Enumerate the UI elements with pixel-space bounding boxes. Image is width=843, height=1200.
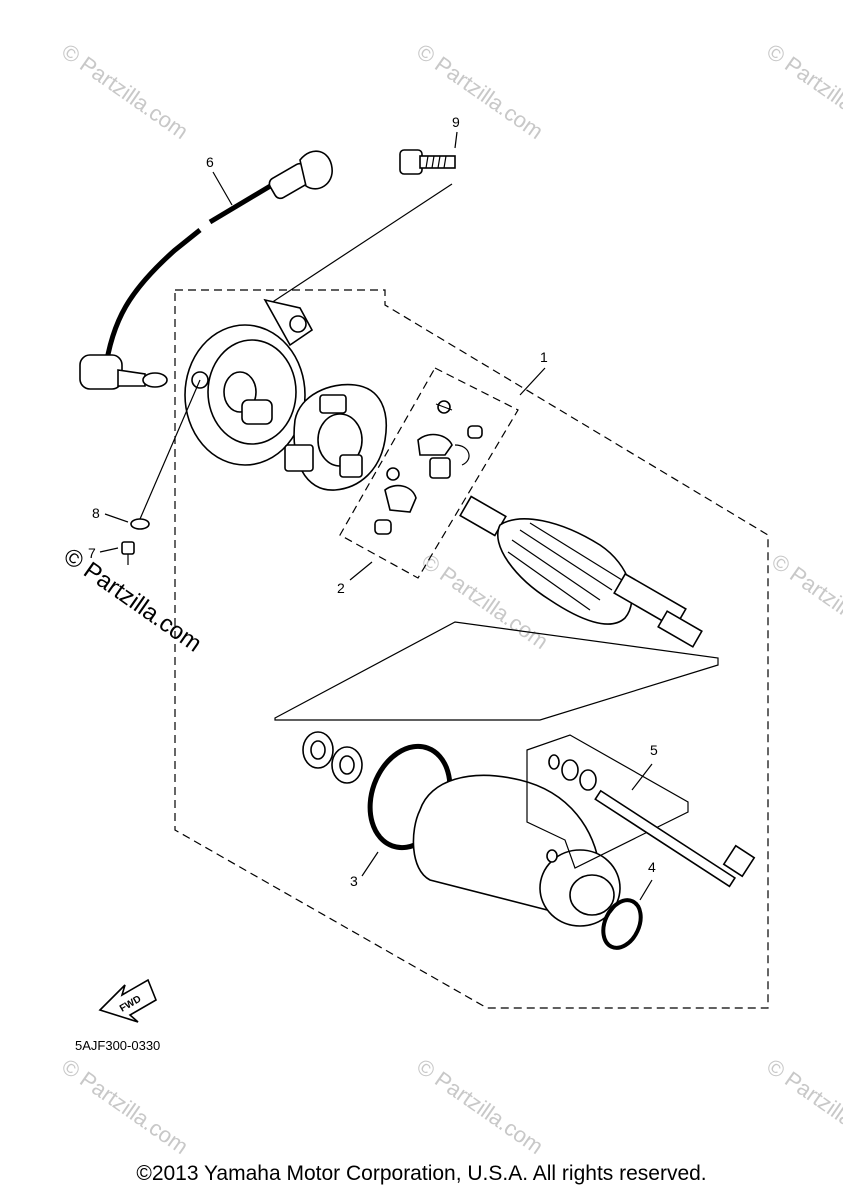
callout-7: 7	[88, 545, 119, 561]
armature	[459, 495, 703, 648]
callout-6: 6	[206, 154, 233, 206]
callout-3: 3	[350, 851, 379, 889]
brush-holder-boundary	[339, 367, 519, 579]
watermark-main: © Partzilla.com	[59, 543, 207, 658]
watermark-top-right: © Partzilla.com	[762, 39, 843, 145]
lead-wire	[79, 150, 333, 390]
through-bolt	[526, 734, 756, 888]
svg-text:7: 7	[88, 545, 96, 561]
armature-guide-line	[274, 621, 719, 721]
callout-1: 1	[519, 349, 548, 396]
o-ring-small	[601, 898, 643, 950]
brush-plate	[284, 383, 387, 491]
washers-left	[302, 731, 363, 784]
svg-text:3: 3	[350, 873, 358, 889]
callout-8: 8	[92, 505, 129, 523]
watermark-bottom-left: © Partzilla.com	[57, 1054, 193, 1160]
assembly-boundary	[174, 289, 769, 1009]
watermark-top-left: © Partzilla.com	[57, 39, 193, 145]
screw-and-washer	[121, 379, 201, 565]
yoke-housing	[412, 774, 621, 927]
watermark-mid-right: © Partzilla.com	[767, 549, 843, 655]
watermark-bottom-right: © Partzilla.com	[762, 1054, 843, 1160]
copyright-notice: ©2013 Yamaha Motor Corporation, U.S.A. A…	[136, 1162, 707, 1185]
svg-text:5: 5	[650, 742, 658, 758]
svg-text:8: 8	[92, 505, 100, 521]
watermark-top-center: © Partzilla.com	[412, 39, 548, 145]
callout-5: 5	[631, 742, 658, 791]
bolt	[267, 149, 456, 306]
fwd-arrow-icon: FWD	[98, 978, 158, 1023]
svg-text:1: 1	[540, 349, 548, 365]
svg-text:9: 9	[452, 114, 460, 130]
diagram-code: 5AJF300-0330	[75, 1038, 160, 1053]
callout-9: 9	[452, 114, 460, 149]
svg-text:2: 2	[337, 580, 345, 596]
brush-parts	[374, 400, 483, 535]
watermark-bottom-center: © Partzilla.com	[412, 1054, 548, 1160]
callout-4: 4	[639, 859, 656, 901]
rear-cover	[184, 298, 314, 466]
callout-2: 2	[337, 561, 373, 596]
svg-text:6: 6	[206, 154, 214, 170]
svg-text:4: 4	[648, 859, 656, 875]
